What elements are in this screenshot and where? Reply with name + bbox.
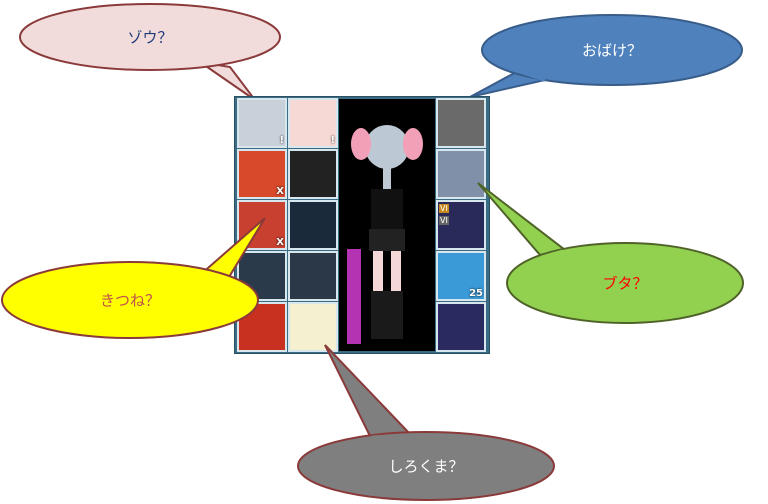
slot-badge: ! xyxy=(330,135,335,146)
inventory-slot-elephant-head[interactable]: ! xyxy=(237,98,287,148)
inventory-slot-blue-dress[interactable] xyxy=(436,149,486,199)
inventory-slot-paw-glove[interactable] xyxy=(288,302,338,352)
pig-bubble-tail xyxy=(477,182,568,257)
slot-badge: ! xyxy=(279,135,284,146)
slot-tag: VI xyxy=(439,216,449,225)
slot-badge: 25 xyxy=(469,288,483,299)
inventory-slot-shorts-dark[interactable] xyxy=(288,251,338,301)
fox-bubble xyxy=(1,261,259,339)
elephant-bubble-text: ゾウ？ xyxy=(127,28,173,47)
inventory-slot-black-top[interactable] xyxy=(288,149,338,199)
ghost-bubble-text: おばけ？ xyxy=(581,41,643,60)
inventory-slot-beach-ball[interactable]: 25 xyxy=(436,251,486,301)
inventory-slot-face[interactable]: ! xyxy=(288,98,338,148)
pig-bubble-text: ブタ？ xyxy=(602,274,648,293)
ghost-tail-fix xyxy=(521,70,546,82)
inventory-slot-sakura-wand[interactable]: VI VI xyxy=(436,200,486,250)
character-avatar xyxy=(347,125,423,344)
inventory-slot-gingerbread[interactable] xyxy=(436,302,486,352)
polarbear-bubble-text: しろくま？ xyxy=(388,457,464,476)
ghost-bubble-body xyxy=(481,14,743,86)
slot-tag: VI xyxy=(439,204,449,213)
inventory-slot-red-bottom[interactable]: X xyxy=(237,200,287,250)
inventory-slot-black-shorts[interactable] xyxy=(288,200,338,250)
elephant-bubble-body xyxy=(19,3,281,71)
inventory-slot-red-top[interactable]: X xyxy=(237,149,287,199)
slot-badge: X xyxy=(276,186,284,197)
fox-bubble-text: きつね？ xyxy=(99,291,161,310)
pig-bubble xyxy=(506,242,744,324)
polarbear-bubble xyxy=(297,431,555,501)
character-preview xyxy=(339,99,435,351)
slot-badge: X xyxy=(276,237,284,248)
inventory-slot-ghost[interactable] xyxy=(436,98,486,148)
polarbear-bubble-tail xyxy=(324,344,413,438)
